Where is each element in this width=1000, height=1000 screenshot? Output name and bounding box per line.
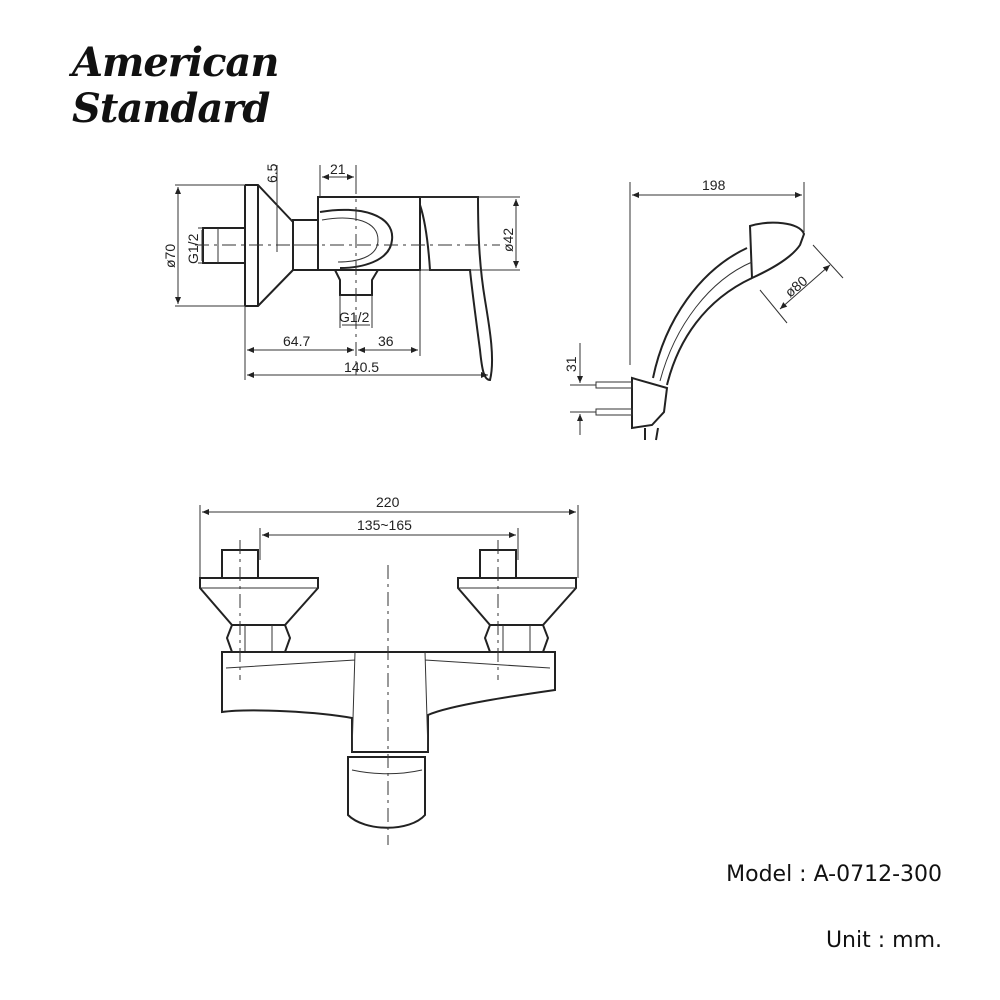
brand-line-2: Standard: [72, 85, 270, 132]
dim-31: 31: [563, 356, 579, 372]
brand-line-1: American: [72, 39, 279, 86]
dim-220: 220: [376, 494, 400, 510]
hand-shower-view: 198 ø80 31: [563, 177, 844, 441]
dim-d80: ø80: [782, 272, 811, 300]
dim-d42: ø42: [500, 228, 516, 252]
dim-g12-inlet: G1/2: [185, 233, 201, 264]
dim-135-165: 135~165: [357, 517, 412, 533]
dim-64-7: 64.7: [283, 333, 310, 349]
model-label: Model : A-0712-300: [726, 862, 942, 887]
front-view: 220 135~165: [199, 494, 579, 845]
brand-logo: American Standard: [72, 39, 279, 132]
dim-6-5: 6.5: [264, 163, 280, 183]
side-view: 6.5 21 ø70 G1/2 ø42 G1/2 64.7 36 140.5: [162, 161, 520, 382]
dim-36: 36: [378, 333, 394, 349]
dim-140-5: 140.5: [344, 359, 379, 375]
dim-198: 198: [702, 177, 726, 193]
dim-g12-outlet: G1/2: [339, 309, 370, 325]
dim-21: 21: [330, 161, 346, 177]
unit-label: Unit : mm.: [825, 928, 942, 953]
dim-d70: ø70: [162, 244, 178, 268]
